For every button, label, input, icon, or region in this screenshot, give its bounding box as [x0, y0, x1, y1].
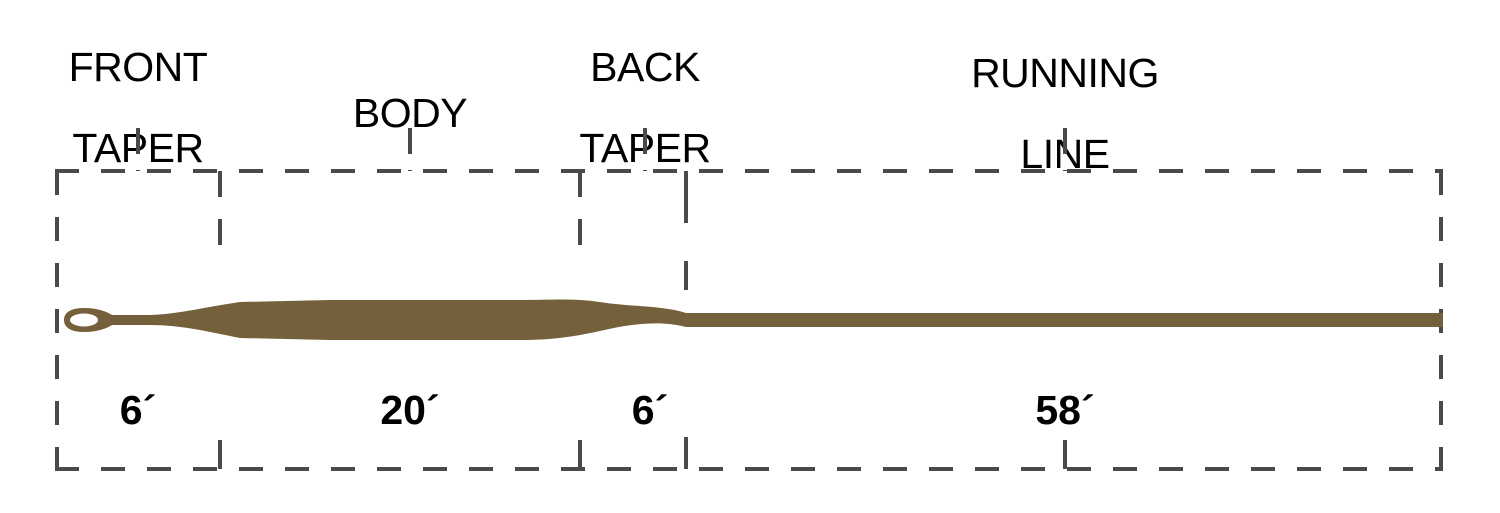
length-label-front-taper: 6´ [119, 387, 157, 433]
fly-line-silhouette [64, 299, 1443, 340]
fly-line-profile [64, 299, 1443, 340]
section-label-body: BODY [290, 52, 530, 133]
section-label-running-line: RUNNING LINE [925, 12, 1205, 174]
section-label-running-line-line1: RUNNING [971, 49, 1159, 96]
section-label-body-line1: BODY [352, 89, 468, 136]
fly-line-loop-hole [70, 313, 98, 327]
section-label-front-taper-line1: FRONT [68, 43, 208, 90]
section-label-back-taper-line1: BACK [590, 43, 700, 90]
length-label-running-line: 58´ [1035, 387, 1095, 433]
length-label-body: 20´ [380, 387, 440, 433]
dashed-frame [55, 128, 1443, 471]
length-label-back-taper: 6´ [631, 387, 669, 433]
